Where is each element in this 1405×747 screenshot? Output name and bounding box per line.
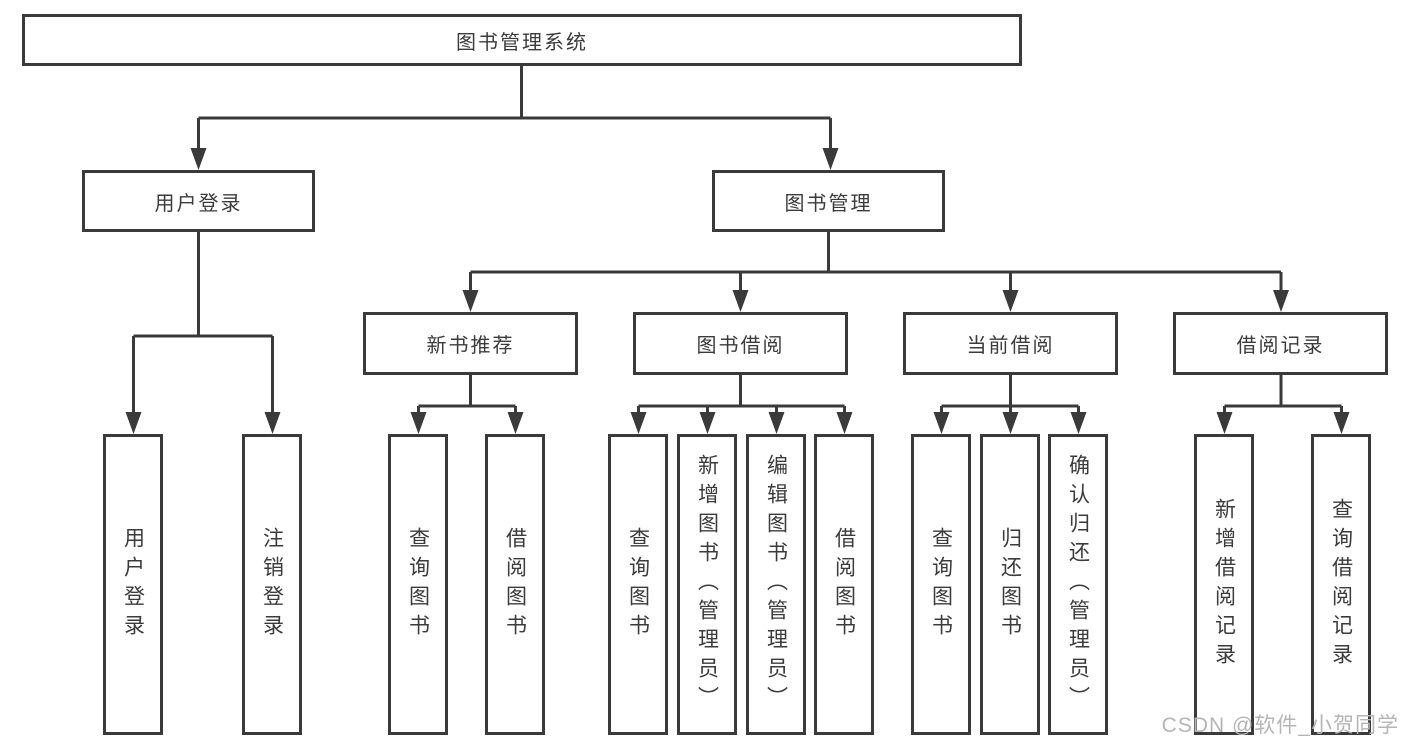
leaf-label: 查询图书 — [929, 526, 953, 643]
arrow-icon — [507, 412, 524, 434]
leaf-label: 借阅图书 — [832, 526, 856, 643]
connector-borrow-to-leaves — [637, 375, 846, 414]
arrow-icon — [264, 412, 281, 434]
node-label: 图书借阅 — [696, 335, 785, 357]
arrow-icon — [1273, 290, 1289, 312]
arrowheads — [125, 148, 1350, 434]
arrow-icon — [410, 412, 427, 434]
arrow-icon — [190, 148, 207, 170]
arrow-icon — [125, 412, 142, 434]
leaf-logout: 注销登录 — [242, 434, 302, 735]
leaf-query-borrow-record: 查询借阅记录 — [1311, 434, 1371, 735]
arrow-icon — [1002, 290, 1019, 312]
connector-current-to-leaves — [940, 375, 1080, 414]
leaf-label: 借阅图书 — [503, 526, 527, 643]
node-label: 借阅记录 — [1236, 335, 1325, 357]
node-label: 图书管理系统 — [456, 31, 588, 54]
leaf-label: 查询图书 — [626, 526, 650, 643]
leaf-borrow-books: 借阅图书 — [814, 434, 874, 735]
leaf-label: 查询图书 — [406, 526, 430, 643]
leaf-borrow-books-recommend: 借阅图书 — [485, 434, 545, 735]
node-label: 当前借阅 — [966, 335, 1055, 357]
node-new-book-recommend: 新书推荐 — [363, 312, 578, 375]
node-label: 用户登录 — [154, 192, 243, 215]
leaf-label: 查询借阅记录 — [1329, 497, 1353, 672]
leaf-label: 注销登录 — [260, 526, 284, 643]
arrow-icon — [1070, 412, 1087, 434]
leaf-label: 归还图书 — [998, 526, 1022, 643]
arrow-icon — [822, 148, 839, 170]
leaf-query-books-borrow: 查询图书 — [608, 434, 668, 735]
arrow-icon — [1002, 412, 1019, 434]
leaf-label: 新增图书（管理员） — [695, 454, 719, 715]
leaf-label: 用户登录 — [121, 526, 145, 643]
node-book-management: 图书管理 — [712, 170, 945, 232]
node-user-login: 用户登录 — [82, 170, 315, 232]
leaf-label: 新增借阅记录 — [1212, 497, 1236, 672]
arrow-icon — [699, 412, 716, 434]
leaf-edit-books-admin: 编辑图书（管理员） — [746, 434, 806, 735]
arrow-icon — [1216, 412, 1233, 434]
node-root-system: 图书管理系统 — [22, 14, 1022, 66]
leaf-query-books-recommend: 查询图书 — [388, 434, 448, 735]
arrow-icon — [630, 412, 647, 434]
node-label: 新书推荐 — [426, 335, 515, 357]
node-book-borrowing: 图书借阅 — [633, 312, 848, 375]
connector-login-to-leaves — [132, 232, 274, 414]
leaf-label: 确认归还（管理员） — [1066, 454, 1090, 715]
node-borrowing-records: 借阅记录 — [1173, 312, 1388, 375]
arrow-icon — [1333, 412, 1350, 434]
connector-newbooks-to-leaves — [417, 375, 517, 414]
leaf-query-books-current: 查询图书 — [911, 434, 971, 735]
leaf-label: 编辑图书（管理员） — [764, 454, 788, 715]
connector-mgmt-to-level3 — [469, 232, 1283, 292]
connector-root-to-level2 — [197, 66, 832, 150]
arrow-icon — [462, 290, 479, 312]
node-current-borrowing: 当前借阅 — [903, 312, 1118, 375]
leaf-return-books: 归还图书 — [980, 434, 1040, 735]
csdn-watermark: CSDN @软件_小贺同学 — [1161, 714, 1399, 737]
leaf-add-books-admin: 新增图书（管理员） — [677, 434, 737, 735]
node-label: 图书管理 — [784, 192, 873, 215]
leaf-confirm-return-admin: 确认归还（管理员） — [1048, 434, 1108, 735]
arrow-icon — [768, 412, 785, 434]
arrow-icon — [933, 412, 950, 434]
leaf-user-login: 用户登录 — [103, 434, 163, 735]
leaf-add-borrow-record: 新增借阅记录 — [1194, 434, 1254, 735]
arrow-icon — [836, 412, 853, 434]
arrow-icon — [732, 290, 749, 312]
connector-records-to-leaves — [1223, 375, 1343, 414]
